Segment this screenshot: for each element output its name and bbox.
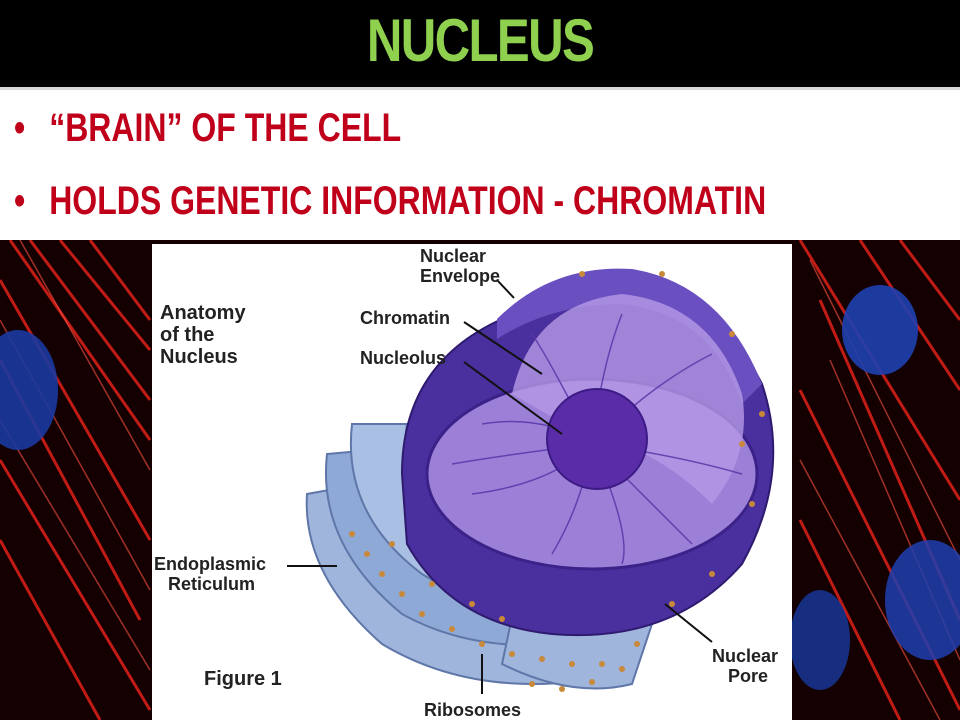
nucleus-illustration [287, 268, 775, 694]
nucleolus-shape [546, 388, 648, 490]
bullet-text: HOLDS GENETIC INFORMATION - CHROMATIN [49, 179, 767, 223]
label-line: Nuclear [420, 246, 487, 266]
label-line: Pore [728, 666, 769, 686]
label-nuclear-envelope: Nuclear Envelope [420, 246, 500, 286]
figure-caption: Figure 1 [204, 668, 282, 690]
nucleus-figure: Anatomy of the Nucleus Nuclear Envelope … [152, 244, 792, 720]
cell-nucleus-blob [842, 285, 918, 375]
bullet-text: “BRAIN” OF THE CELL [49, 106, 402, 150]
slide-title: NUCLEUS [366, 7, 595, 74]
cell-nucleus-blob [790, 590, 850, 690]
label-nuclear-pore: Nuclear Pore [712, 646, 778, 686]
bullet-dot: • [14, 179, 26, 223]
figure-heading-line: Anatomy [160, 302, 246, 324]
title-bar: NUCLEUS [0, 0, 960, 90]
bullet-dot: • [14, 106, 26, 150]
figure-heading-line: of the [160, 324, 215, 346]
label-line: Nuclear [712, 646, 779, 666]
bullet-item: • “BRAIN” OF THE CELL [14, 106, 401, 151]
ribosome-dots [349, 271, 765, 692]
label-endoplasmic-reticulum: Endoplasmic Reticulum [154, 554, 266, 594]
bullet-list: • “BRAIN” OF THE CELL • HOLDS GENETIC INFO… [0, 90, 960, 240]
label-line: Envelope [420, 266, 501, 286]
figure-heading-line: Nucleus [160, 346, 238, 368]
label-leader-lines [287, 279, 713, 694]
cell-nucleus-blob [885, 540, 960, 660]
bullet-item: • HOLDS GENETIC INFORMATION - CHROMATIN [14, 179, 766, 224]
label-ribosomes: Ribosomes [424, 700, 522, 720]
label-chromatin: Chromatin [360, 308, 450, 328]
label-line: Endoplasmic [154, 554, 267, 574]
label-nucleolus: Nucleolus [360, 348, 447, 368]
cell-nucleus-blob [0, 330, 58, 450]
figure-heading: Anatomy of the Nucleus [160, 302, 246, 368]
label-line: Reticulum [168, 574, 256, 594]
